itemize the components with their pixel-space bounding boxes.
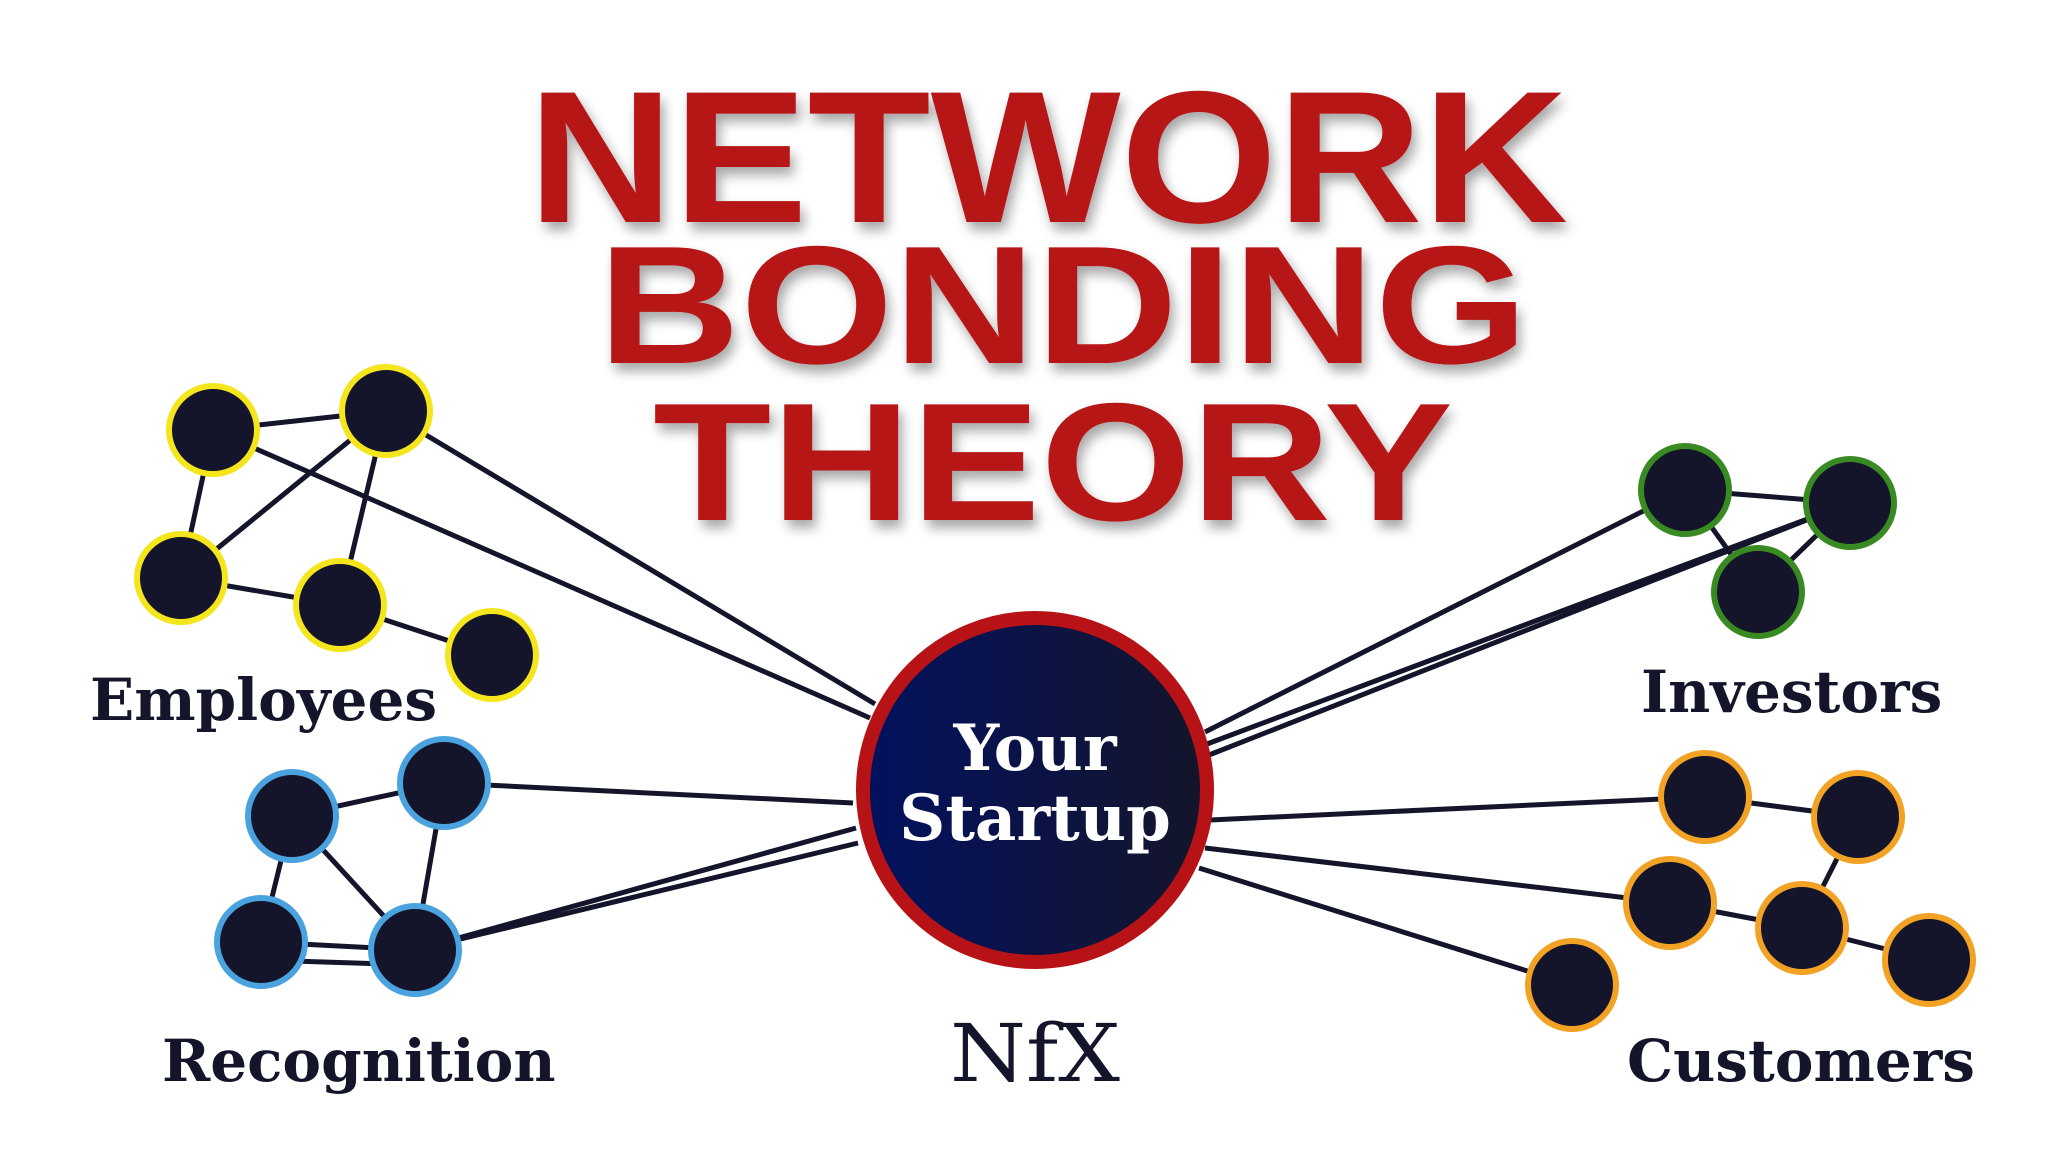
recognition-label: Recognition	[162, 1027, 556, 1095]
recognition-node	[214, 895, 308, 989]
edge	[1203, 487, 1687, 735]
investor-node	[1711, 545, 1805, 639]
employee-node	[134, 531, 228, 625]
edge	[414, 840, 859, 953]
employees-cluster	[134, 364, 539, 702]
edge	[211, 427, 872, 721]
employee-node	[339, 364, 433, 458]
customer-node	[1658, 750, 1752, 844]
investor-node	[1638, 443, 1732, 537]
customer-node	[1525, 938, 1619, 1032]
customer-node	[1623, 856, 1717, 950]
center-label-line-1: Your	[952, 711, 1117, 786]
edge	[1209, 794, 1706, 823]
investors-cluster	[1638, 443, 1897, 639]
customers-label: Customers	[1627, 1027, 1975, 1095]
employee-node	[166, 383, 260, 477]
customers-cluster	[1525, 750, 1976, 1032]
recognition-node	[368, 903, 462, 997]
title-line-3: THEORY	[653, 368, 1453, 556]
customer-node	[1811, 770, 1905, 864]
employees-label: Employees	[90, 666, 437, 734]
employee-node	[293, 558, 387, 652]
customer-node	[1755, 881, 1849, 975]
edge	[1208, 500, 1851, 758]
title-group: NETWORK BONDING THEORY	[528, 52, 1568, 556]
center-node: Your Startup	[856, 611, 1214, 969]
nfx-logo: NfX	[950, 1007, 1120, 1100]
center-circle	[856, 611, 1214, 969]
edge	[443, 780, 854, 806]
center-label-line-2: Startup	[899, 781, 1171, 856]
title-line-2: BONDING	[598, 211, 1528, 399]
title-line-1: NETWORK	[528, 52, 1568, 262]
edge	[384, 408, 877, 707]
investors-label: Investors	[1641, 658, 1942, 726]
recognition-node	[397, 736, 491, 830]
edge	[1198, 865, 1573, 988]
recognition-cluster	[214, 736, 491, 997]
recognition-node	[245, 769, 339, 863]
edge	[414, 825, 857, 953]
investor-node	[1803, 456, 1897, 550]
customer-node	[1882, 913, 1976, 1007]
employee-node	[445, 608, 539, 702]
edge	[1204, 845, 1671, 906]
